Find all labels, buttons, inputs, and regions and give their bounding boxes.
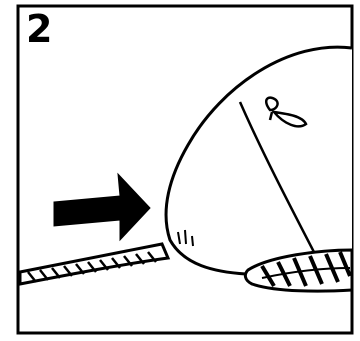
bag-fold-line — [238, 101, 318, 257]
rope-icon — [18, 242, 171, 286]
step-number: 2 — [26, 7, 53, 51]
right-arrow-icon — [53, 172, 151, 242]
bow-tie-icon — [265, 96, 308, 128]
bag-outline — [164, 45, 353, 276]
bag-wrinkles — [177, 229, 194, 247]
rope-icon — [243, 248, 354, 293]
